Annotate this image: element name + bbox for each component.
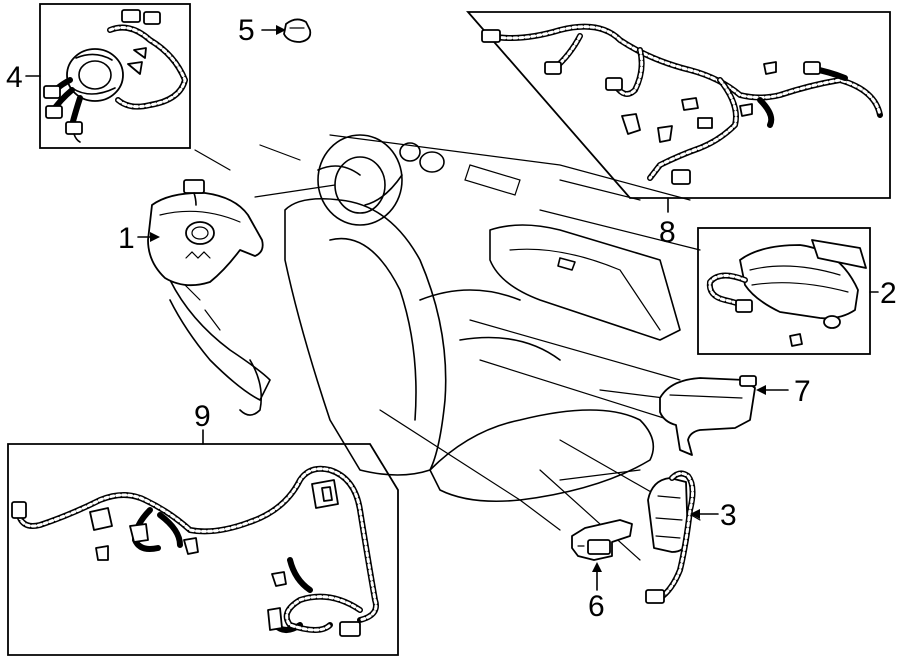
- callout-9: 9: [194, 400, 211, 433]
- side-airbag-module: [645, 470, 696, 604]
- callout-5: 5: [238, 14, 255, 47]
- passenger-airbag-detail-box: [697, 227, 871, 355]
- side-impact-sensor: [659, 375, 757, 456]
- callout-2: 2: [880, 277, 897, 310]
- callout-4: 4: [6, 61, 23, 94]
- callout-7: 7: [794, 375, 811, 408]
- callout-labels: 1 2 3 4 5 6 7 8 9: [6, 14, 897, 623]
- callout-8: 8: [659, 216, 676, 249]
- dash-harness-detail-box: [466, 11, 891, 199]
- driver-airbag-module: [147, 179, 264, 287]
- callout-1: 1: [118, 222, 135, 255]
- vehicle-interior-sketch: [169, 134, 701, 561]
- front-impact-sensor: [571, 519, 633, 561]
- floor-harness-detail-box: [7, 443, 399, 656]
- callout-3: 3: [720, 499, 737, 532]
- leader-lines: [25, 25, 879, 591]
- sensor-clip: [283, 18, 312, 43]
- callout-6: 6: [588, 590, 605, 623]
- clockspring-detail-box: [39, 3, 191, 149]
